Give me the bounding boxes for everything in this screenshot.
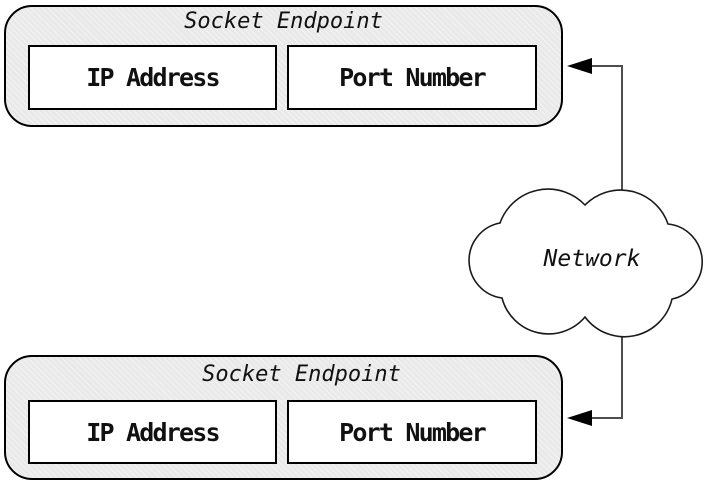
socket-endpoint-box-top: Socket Endpoint IP Address Port Number xyxy=(4,5,563,127)
arrowhead-left-bottom-icon xyxy=(567,410,592,426)
socket-endpoint-title: Socket Endpoint xyxy=(202,362,401,387)
socket-endpoint-title: Socket Endpoint xyxy=(184,9,383,34)
connector-line-bottom xyxy=(590,300,623,419)
ip-address-box: IP Address xyxy=(28,400,277,464)
port-number-box: Port Number xyxy=(287,45,537,110)
arrowhead-left-top-icon xyxy=(567,58,592,74)
ip-address-box: IP Address xyxy=(28,45,277,110)
socket-endpoint-box-bottom: Socket Endpoint IP Address Port Number xyxy=(4,355,563,480)
network-label: Network xyxy=(543,246,641,272)
connector-line-top xyxy=(590,65,623,240)
port-number-box: Port Number xyxy=(287,400,537,464)
